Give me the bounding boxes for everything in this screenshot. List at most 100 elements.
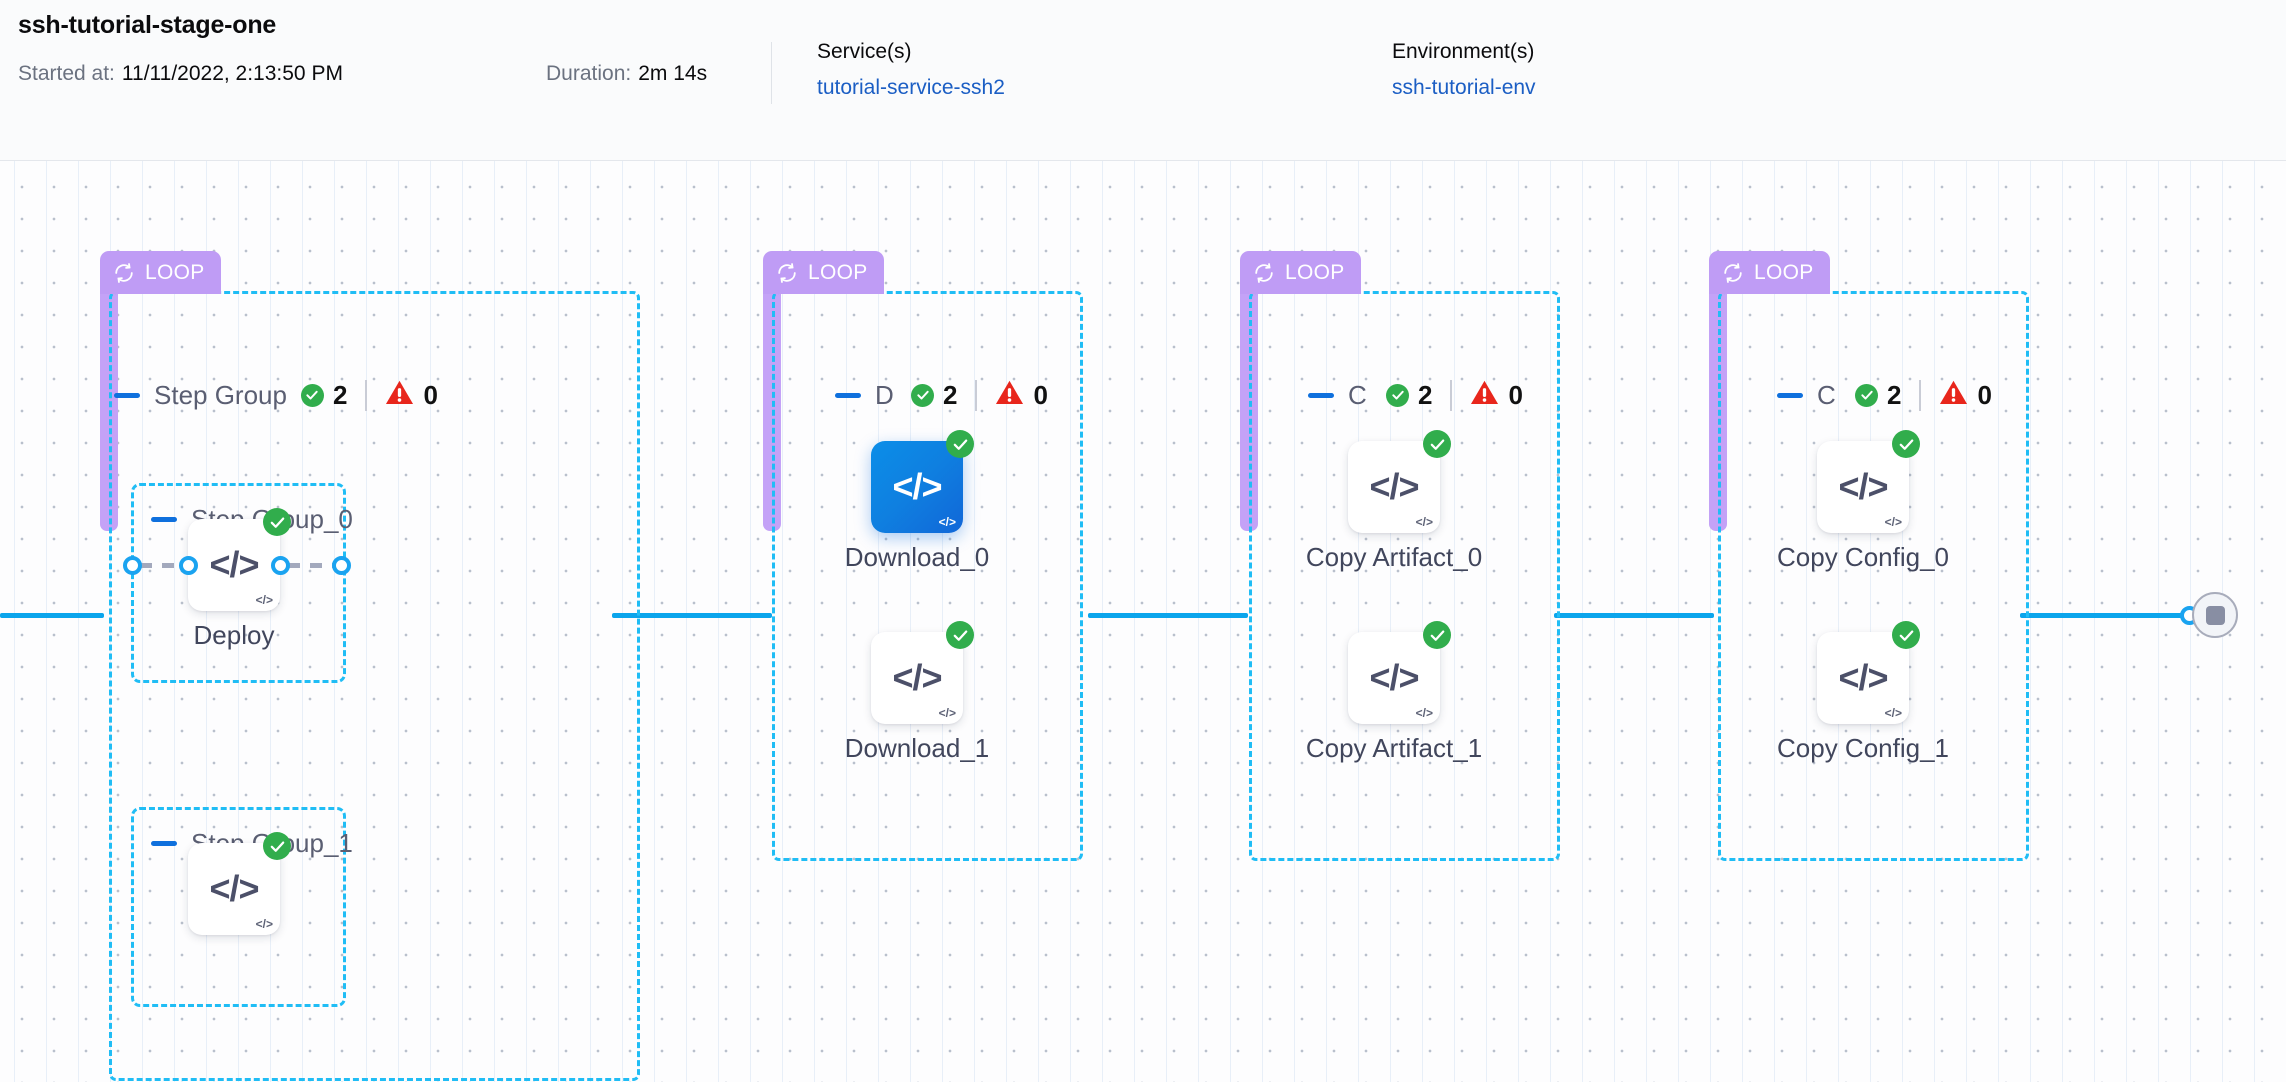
error-icon [1470,379,1499,411]
node-box[interactable]: </> </> [871,621,974,724]
node-box[interactable]: </> </> [1348,621,1451,724]
code-mini-icon: </> [255,917,273,931]
port-right-inner[interactable] [271,556,290,575]
code-mini-icon: </> [938,706,956,720]
environments-column: Environment(s) ssh-tutorial-env [1392,40,1536,100]
code-icon: </> [1369,466,1419,507]
step-node-copy-config-1[interactable]: </> </> Copy Config_1 [1777,621,1949,763]
node-box[interactable]: </> </> [1348,430,1451,533]
stop-icon [2205,605,2225,625]
step-node-copy-artifact-0[interactable]: </> </> Copy Artifact_0 [1306,430,1482,572]
edge-group4-to-end [2020,613,2188,618]
port-left-outer[interactable] [123,556,142,575]
services-title: Service(s) [817,40,912,63]
subgroup-step-group-0[interactable] [131,483,346,683]
success-icon [1386,383,1409,407]
node-box[interactable]: </> </> [188,508,291,611]
code-icon: </> [209,544,259,585]
collapse-icon[interactable] [114,392,140,398]
loop-badge-label: LOOP [808,260,868,284]
status-divider [1450,379,1453,411]
node-success-icon [1892,621,1920,649]
step-node-download-0[interactable]: </> </> Download_0 [845,430,989,572]
duration-value: 2m 14s [638,62,708,85]
port-right-outer[interactable] [332,556,351,575]
pipeline-canvas[interactable]: LOOP Step Group 2 0 [0,161,2286,1082]
success-count: 2 [332,379,348,410]
service-link[interactable]: tutorial-service-ssh2 [817,76,1005,99]
step-node-copy-config-0[interactable]: </> </> Copy Config_0 [1777,430,1949,572]
group-header-download[interactable]: D 2 0 [835,379,1048,411]
success-count: 2 [943,379,958,410]
environments-title: Environment(s) [1392,40,1535,63]
end-node[interactable] [2192,592,2238,638]
node-box[interactable]: </> </> [1817,621,1920,724]
step-node-copy-artifact-1[interactable]: </> </> Copy Artifact_1 [1306,621,1482,763]
warning-triangle-icon [386,380,414,405]
step-node-deploy[interactable]: </> </> Deploy [188,508,291,650]
group-label: C [1817,379,1836,410]
success-count: 2 [1418,379,1433,410]
node-label: Copy Config_1 [1777,733,1949,763]
success-count: 2 [1887,379,1902,410]
node-box[interactable]: </> </> [871,430,974,533]
error-count: 0 [1033,379,1048,410]
code-icon: </> [1838,466,1888,507]
loop-group-copy-artifact[interactable]: LOOP C 2 0 [1240,251,1560,871]
code-icon: </> [892,657,942,698]
code-icon: </> [1838,657,1888,698]
dashed-link-right [288,563,344,568]
edge-group1-to-group2 [612,613,772,618]
environment-link[interactable]: ssh-tutorial-env [1392,76,1536,99]
loop-icon [115,262,133,283]
port-left-inner[interactable] [179,556,198,575]
node-success-icon [263,508,291,536]
group-header-copy-artifact[interactable]: C 2 0 [1308,379,1523,411]
error-count: 0 [1508,379,1523,410]
collapse-icon[interactable] [1308,392,1334,398]
loop-group-download[interactable]: LOOP D 2 0 [763,251,1083,871]
node-box[interactable]: </> </> [188,832,291,935]
collapse-icon[interactable] [1777,392,1803,398]
code-mini-icon: </> [1415,706,1433,720]
group-box-step-group [109,291,640,1081]
code-mini-icon: </> [1415,515,1433,529]
loop-badge: LOOP [1709,251,1830,294]
services-column: Service(s) tutorial-service-ssh2 [817,40,1005,100]
status-group: 2 0 [1386,379,1523,411]
loop-group-step-group[interactable]: LOOP Step Group 2 0 [100,251,640,1081]
collapse-icon[interactable] [835,392,861,398]
group-header-step-group[interactable]: Step Group 2 0 [114,379,438,411]
step-node-download-1[interactable]: </> </> Download_1 [845,621,989,763]
duration: Duration: 2m 14s [546,62,707,86]
loop-group-copy-config[interactable]: LOOP C 2 0 [1709,251,2029,871]
node-label: Copy Artifact_1 [1305,733,1483,763]
error-icon [995,379,1024,411]
edge-start-to-group1 [0,613,104,618]
group-box-copy-artifact [1249,291,1560,861]
loop-badge: LOOP [763,251,884,294]
group-label: D [875,379,894,410]
loop-icon [1255,262,1273,283]
node-label: Download_1 [844,733,990,763]
warning-triangle-icon [1471,380,1499,405]
edge-group2-to-group3 [1088,613,1248,618]
status-divider [365,379,368,411]
status-group: 2 0 [1855,379,1992,411]
collapse-icon[interactable] [151,841,177,846]
loop-badge-label: LOOP [1754,260,1814,284]
subgroup-step-group-1[interactable] [131,807,346,1007]
step-node-step-group-1[interactable]: </> </> [188,832,291,935]
loop-badge-label: LOOP [1285,260,1345,284]
loop-badge: LOOP [1240,251,1361,294]
collapse-icon[interactable] [151,517,177,522]
warning-triangle-icon [996,380,1024,405]
group-header-copy-config[interactable]: C 2 0 [1777,379,1992,411]
code-icon: </> [209,868,259,909]
status-divider [1919,379,1922,411]
node-box[interactable]: </> </> [1817,430,1920,533]
warning-triangle-icon [1940,380,1968,405]
started-at-label: Started at: [18,62,115,85]
node-success-icon [1892,430,1920,458]
group-label: Step Group [154,379,287,410]
